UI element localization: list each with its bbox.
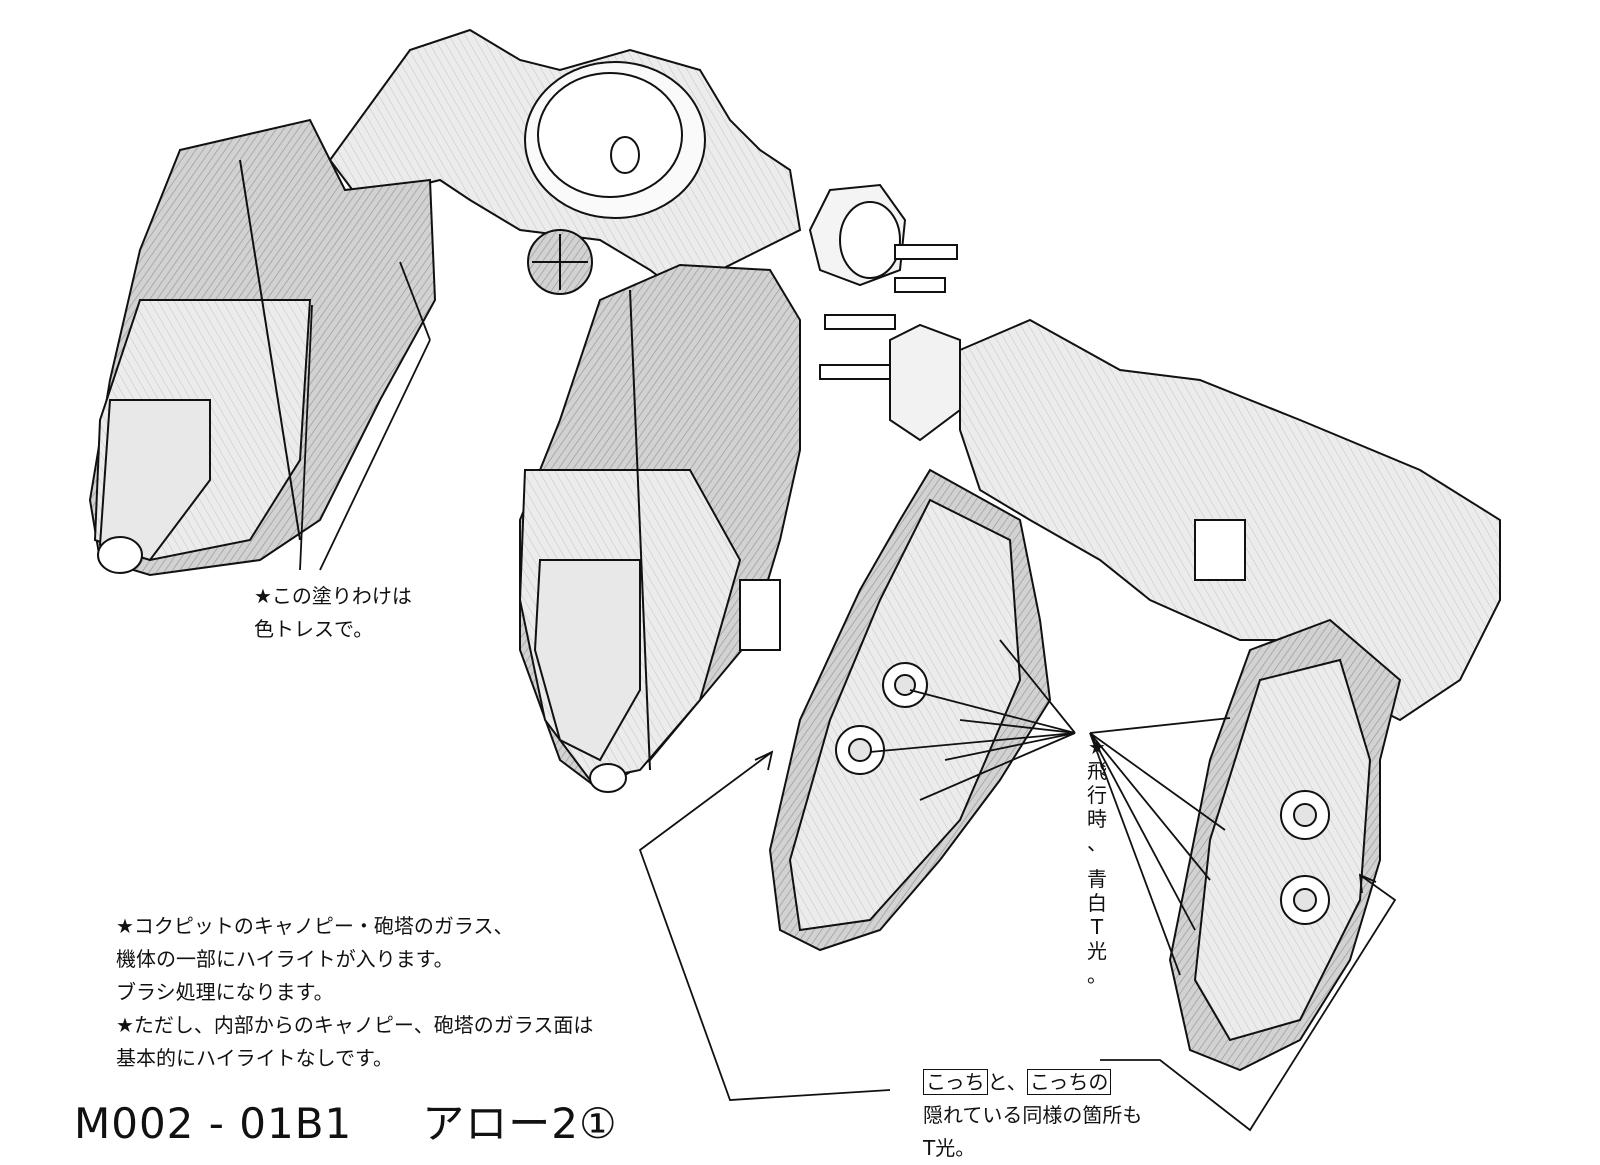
note-line: 色トレスで。 xyxy=(254,617,374,641)
note-text: と、 xyxy=(987,1070,1027,1094)
glow-char: 青 xyxy=(1087,867,1107,891)
glow-char: 時 xyxy=(1087,807,1107,831)
glow-char: 。 xyxy=(1087,963,1107,987)
sheet-name: アロー2① xyxy=(422,1099,618,1148)
note-line: ★コクピットのキャノピー・砲塔のガラス、 xyxy=(116,914,514,938)
note-line: 基本的にハイライトなしです。 xyxy=(116,1046,393,1070)
glow-char: ★ xyxy=(1088,735,1106,759)
note-line: ★この塗りわけは xyxy=(254,584,412,608)
glow-char: 白 xyxy=(1087,891,1107,915)
note-line: こっちと、こっちの xyxy=(923,1066,1142,1099)
note-line: 隠れている同様の箇所も xyxy=(923,1103,1143,1127)
note-hidden-areas: こっちと、こっちの 隠れている同様の箇所も T光。 xyxy=(923,1066,1142,1165)
callout-lines xyxy=(299,261,1397,1132)
glow-char: 、 xyxy=(1087,831,1107,855)
upper-turret xyxy=(808,183,958,293)
note-flight-glow: ★ 飛 行 時 、 青 白 T 光 。 xyxy=(1084,735,1110,987)
glow-char: T xyxy=(1090,915,1104,939)
boxed-word: こっち xyxy=(923,1069,988,1095)
note-line: ★ただし、内部からのキャノピー、砲塔のガラス面は xyxy=(116,1013,594,1037)
glow-char: 光 xyxy=(1087,939,1107,963)
note-line: T光。 xyxy=(923,1136,976,1160)
upper-right-pod xyxy=(518,263,801,793)
upper-craft xyxy=(88,28,958,793)
glow-char: 行 xyxy=(1087,783,1107,807)
note-highlight: ★コクピットのキャノピー・砲塔のガラス、 機体の一部にハイライトが入ります。 ブ… xyxy=(116,910,593,1075)
sheet-code: M002 - 01B1 xyxy=(74,1099,353,1148)
glow-char: 飛 xyxy=(1087,759,1107,783)
note-paint-split: ★この塗りわけは 色トレスで。 xyxy=(254,580,412,646)
boxed-word: こっちの xyxy=(1026,1069,1112,1095)
upper-left-pod xyxy=(88,118,437,577)
lower-craft xyxy=(768,314,1501,1072)
lower-turret xyxy=(819,314,961,442)
note-line: 機体の一部にハイライトが入ります。 xyxy=(116,947,454,971)
sheet-title: M002 - 01B1 アロー2① xyxy=(74,1090,618,1151)
note-line: ブラシ処理になります。 xyxy=(116,980,334,1004)
